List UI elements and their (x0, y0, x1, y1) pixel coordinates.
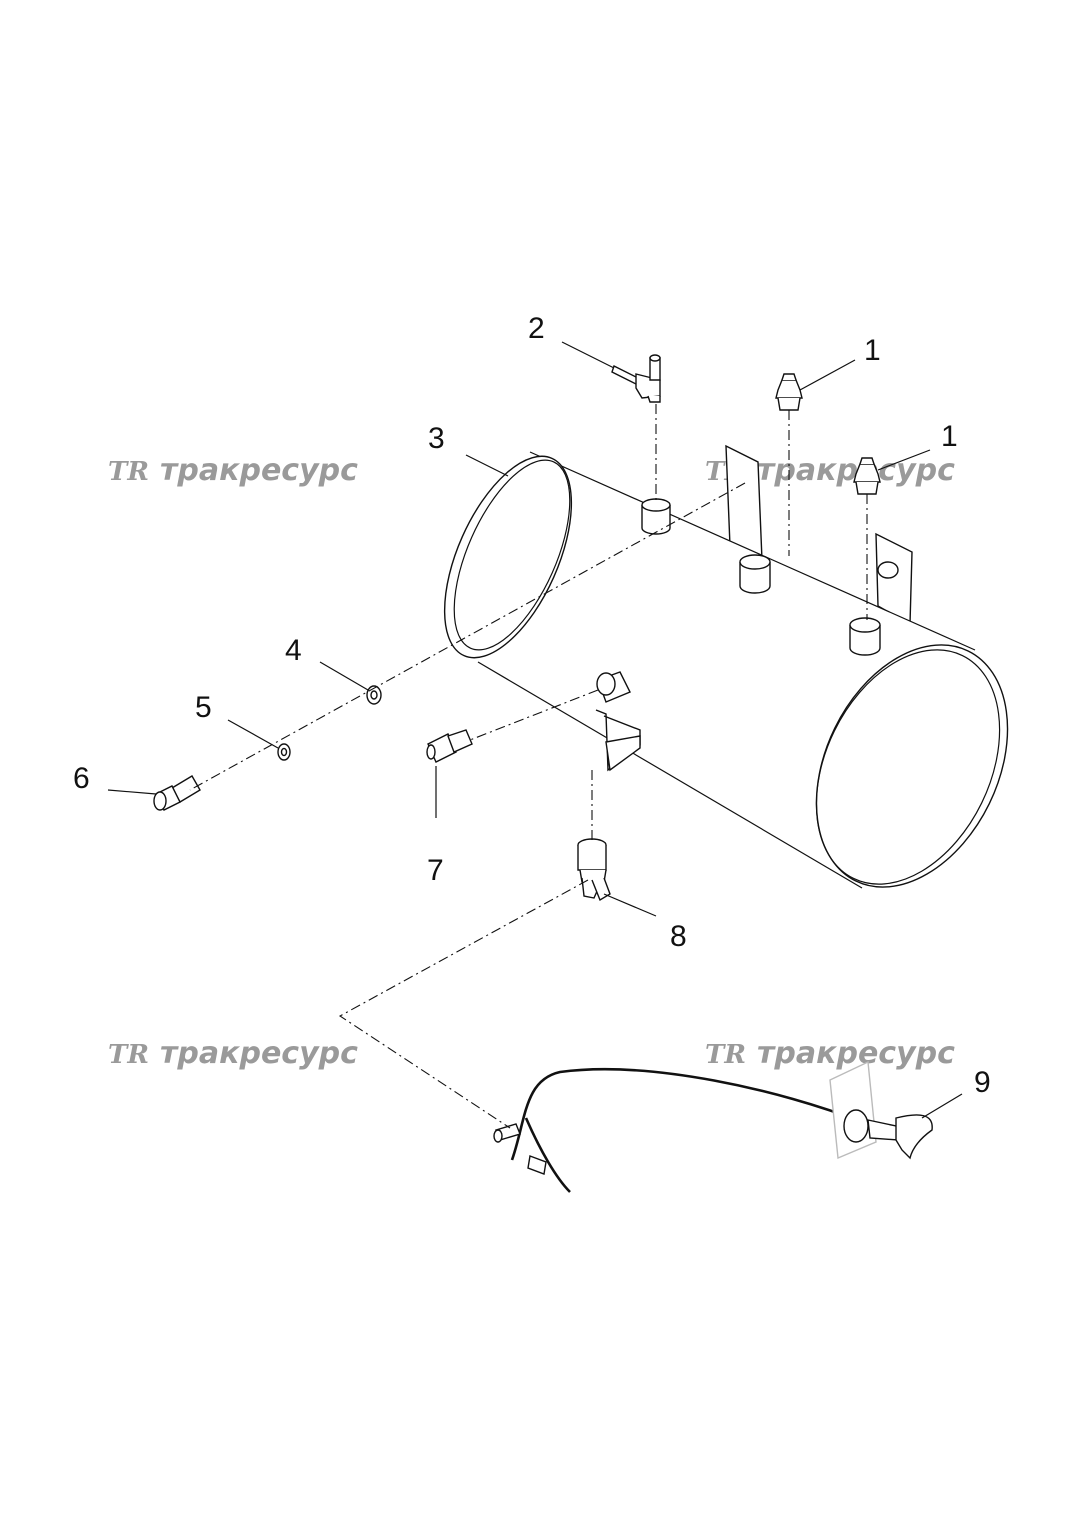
callout-1: 1 (864, 334, 881, 367)
tank-bracket-front (595, 709, 641, 772)
callout-7: 7 (427, 854, 444, 887)
assembly-lines (189, 404, 868, 1129)
part-5-washer (277, 743, 291, 761)
callout-6: 6 (73, 762, 90, 795)
tank-boss (739, 554, 771, 594)
watermark-top-left: TR тракресурс (108, 453, 358, 488)
watermark-logo: TR (705, 1040, 746, 1070)
leader-lines (107, 341, 963, 1119)
callout-2: 2 (528, 312, 545, 345)
air-tank (443, 451, 1009, 889)
part-2-drain-valve (611, 354, 661, 403)
watermark-logo: TR (108, 457, 149, 487)
callout-4: 4 (285, 634, 302, 667)
callout-1: 1 (941, 420, 958, 453)
watermark-bottom-right: TR тракресурс (705, 1036, 955, 1071)
watermark-text: тракресурс (160, 453, 358, 488)
tank-bracket-rear (725, 444, 913, 626)
part-9-cable-handle (493, 1060, 933, 1193)
callout-5: 5 (195, 691, 212, 724)
part-7-sensor (426, 729, 473, 763)
watermark-bottom-left: TR тракресурс (108, 1036, 358, 1071)
tank-boss (849, 617, 881, 656)
part-1-fitting-lower (853, 457, 881, 495)
callout-8: 8 (670, 920, 687, 953)
part-6-bolt (153, 775, 201, 811)
watermark-text: тракресурс (757, 1036, 955, 1071)
part-1-fitting-upper (775, 373, 803, 411)
watermark-text: тракресурс (160, 1036, 358, 1071)
callout-9: 9 (974, 1066, 991, 1099)
part-8-valve (577, 838, 611, 902)
tank-boss (641, 498, 671, 535)
watermark-logo: TR (108, 1040, 149, 1070)
callout-3: 3 (428, 422, 445, 455)
tank-boss (596, 671, 631, 703)
